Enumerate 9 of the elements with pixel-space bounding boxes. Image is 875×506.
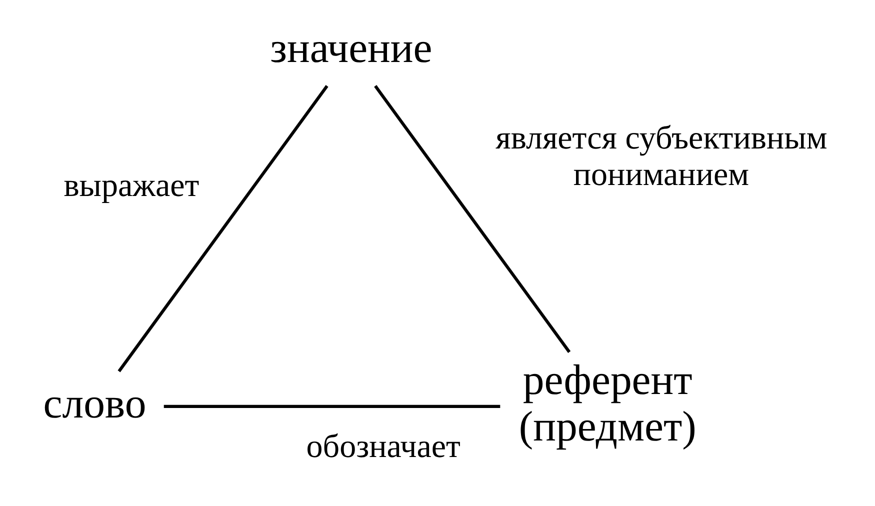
edge-label: обозначает: [306, 429, 460, 466]
connector: [374, 85, 571, 353]
node-text: референт (предмет): [518, 357, 696, 451]
node-text: значение: [270, 24, 432, 72]
connector: [164, 404, 500, 408]
edge-label: выражает: [64, 168, 200, 204]
connector: [118, 85, 328, 372]
node-text: слово: [43, 380, 146, 428]
edge-label: является субъективным пониманием: [496, 120, 828, 194]
